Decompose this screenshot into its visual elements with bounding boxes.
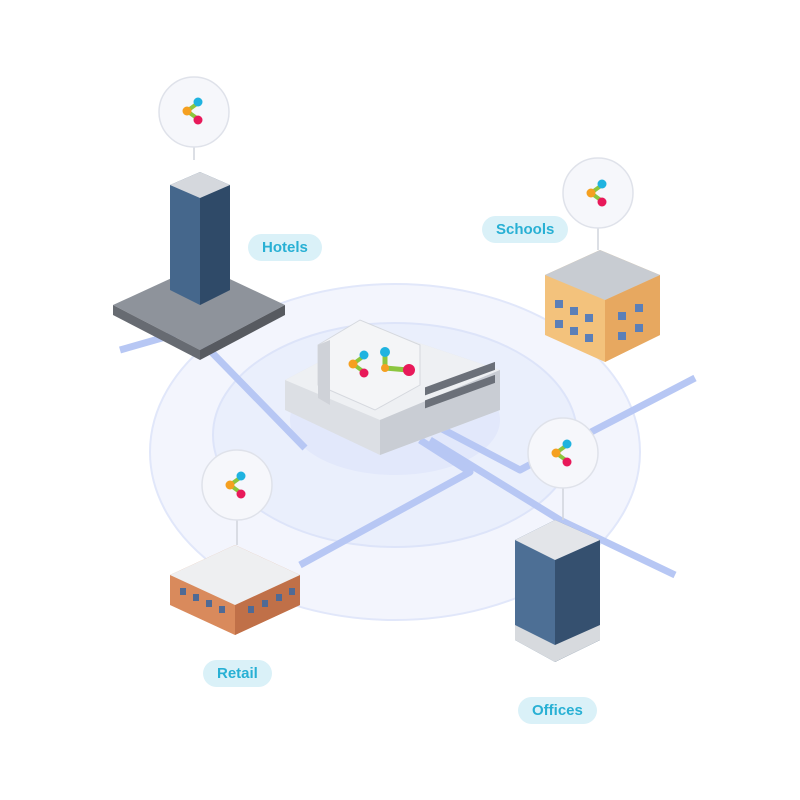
link-offices [428, 437, 677, 579]
central-switch [285, 319, 500, 455]
node-icon-schools [562, 157, 634, 229]
label-retail: Retail [203, 660, 272, 687]
node-icon-hotels [158, 76, 230, 148]
switch-logo-arm-icon [380, 347, 415, 376]
office-building [515, 488, 600, 662]
link-retail [298, 437, 474, 569]
retail-building [170, 518, 300, 635]
hotel-building [113, 115, 285, 360]
label-offices: Offices [518, 697, 597, 724]
node-icon-retail [201, 449, 273, 521]
node-icon-offices [527, 417, 599, 489]
label-schools: Schools [482, 216, 569, 243]
label-hotels: Hotels [248, 234, 322, 261]
school-building [545, 228, 660, 362]
